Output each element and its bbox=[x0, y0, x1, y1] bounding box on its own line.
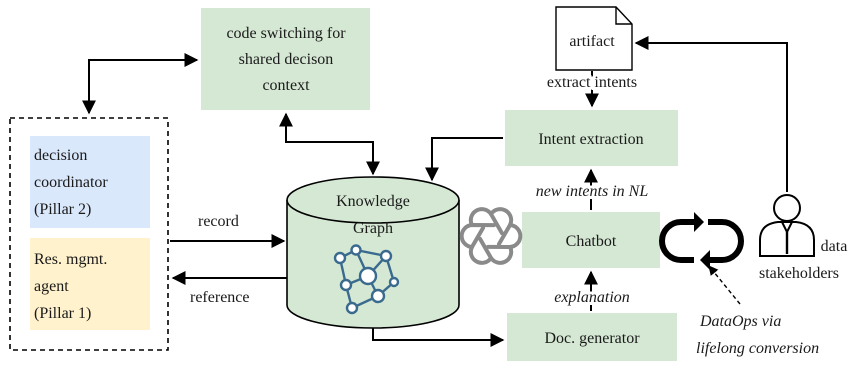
new-intents-label: new intents in NL bbox=[536, 183, 649, 200]
code-switching-line-3: context bbox=[262, 77, 310, 94]
res-mgmt-agent-box bbox=[30, 238, 150, 330]
res-mgmt-agent-line-1: Res. mgmt. bbox=[34, 251, 107, 268]
agents-container bbox=[9, 117, 169, 351]
network-graph-icon bbox=[333, 244, 400, 315]
data-stakeholders-line-2: stakeholders bbox=[759, 265, 839, 282]
knowledge-graph-line-1: Knowledge bbox=[336, 193, 410, 210]
res-mgmt-agent-line-2: agent bbox=[34, 278, 69, 295]
edge-stakeholders-to-artifact bbox=[634, 36, 788, 192]
decision-coordinator-line-1: decision bbox=[34, 147, 87, 164]
intent-extraction-box bbox=[505, 110, 678, 166]
extract-intents-label: extract intents bbox=[547, 74, 637, 91]
edge-kg-to-docgen bbox=[372, 328, 505, 347]
sync-loop-icon bbox=[659, 212, 744, 270]
artifact-label: artifact bbox=[569, 33, 615, 50]
intent-extraction-label: Intent extraction bbox=[538, 131, 643, 148]
person-icon bbox=[759, 194, 815, 257]
knowledge-graph-top bbox=[286, 176, 460, 224]
code-switching-line-1: code switching for bbox=[226, 25, 346, 42]
knowledge-graph-cylinder bbox=[286, 200, 460, 329]
openai-logo-icon bbox=[459, 207, 523, 265]
explanation-label: explanation bbox=[554, 289, 630, 306]
decision-coordinator-line-3: (Pillar 2) bbox=[34, 201, 91, 218]
edge-code-switching-agents bbox=[82, 53, 199, 115]
dataops-line-2: lifelong conversion bbox=[696, 340, 819, 357]
knowledge-graph-line-2: Graph bbox=[353, 220, 393, 237]
data-stakeholders-line-1: data bbox=[821, 238, 848, 255]
edge-dataops bbox=[708, 265, 741, 305]
res-mgmt-agent-line-3: (Pillar 1) bbox=[34, 305, 91, 322]
decision-coordinator-box bbox=[30, 136, 150, 228]
document-icon bbox=[555, 6, 633, 71]
chatbot-box bbox=[522, 212, 660, 268]
doc-generator-box bbox=[507, 313, 677, 361]
reference-label: reference bbox=[190, 289, 250, 306]
edge-code-switching-kg bbox=[279, 112, 380, 176]
doc-generator-label: Doc. generator bbox=[544, 330, 640, 347]
record-label: record bbox=[198, 213, 239, 230]
chatbot-label: Chatbot bbox=[566, 233, 617, 250]
dataops-line-1: DataOps via bbox=[699, 313, 781, 330]
code-switching-line-2: shared decison bbox=[239, 51, 334, 68]
decision-coordinator-line-2: coordinator bbox=[34, 174, 108, 191]
code-switching-box bbox=[201, 8, 370, 110]
edge-intent-to-kg bbox=[425, 137, 503, 182]
